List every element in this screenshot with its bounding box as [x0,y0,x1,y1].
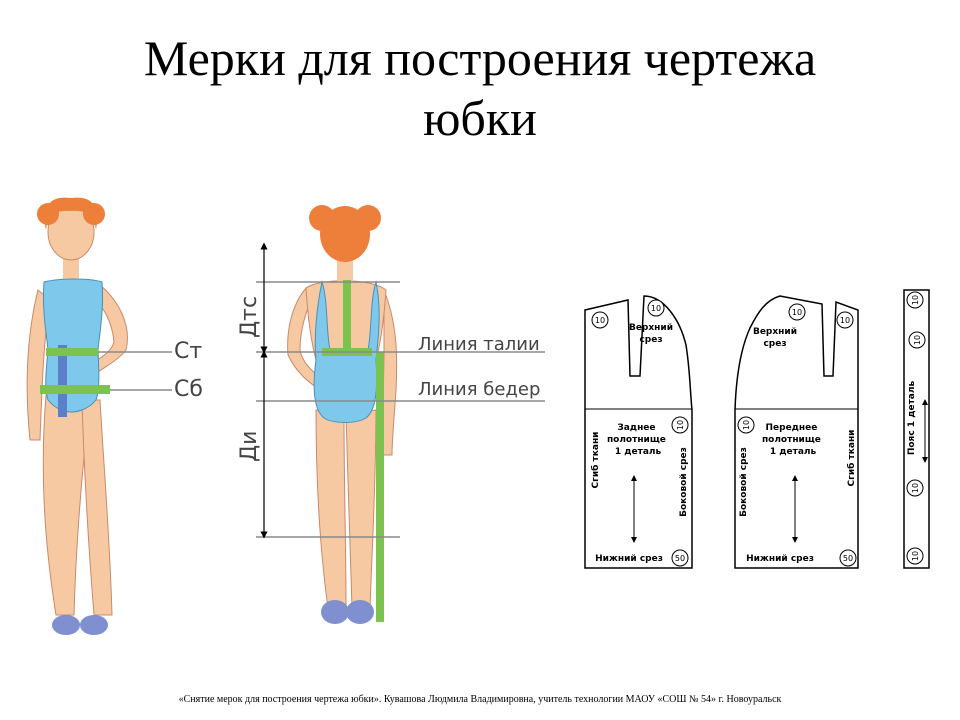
hip-girth-label: Сб [174,377,203,402]
back-panel-fold-label: Сгиб ткани [590,432,601,489]
waistband-allowance-lower-side [906,479,924,497]
front-figure [26,197,172,635]
front-panel-fold-label: Сгиб ткани [846,430,857,487]
back-left-slipper [321,600,349,624]
front-hair [44,197,98,230]
back-spine-tape [343,280,351,352]
front-panel-allowance-top-right-value: 10 [840,316,850,325]
back-panel-allowance-top-right-value: 10 [651,304,661,313]
waistband-allowance-lower-side-value: 10 [911,483,920,493]
front-panel-allowance-hem [839,549,857,567]
waistband-name: Пояс 1 деталь [907,381,917,456]
waistband-allowance-upper-side [908,331,926,349]
back-panel-bottom-edge-label: Нижний срез [595,554,663,564]
front-panel-allowance-top-left [788,303,806,321]
back-panel-allowance-side [671,416,689,434]
title-line-1: Мерки для построения чертежа [143,30,817,86]
waist-line-label: Линия талии [418,334,540,355]
front-panel-allowance-hem-value: 50 [843,554,853,563]
back-figure [287,205,398,624]
title-line-2: юбки [423,90,537,146]
front-panel-bottom-edge-label: Нижний срез [746,554,814,564]
back-panel-name: Заднее полотнище 1 деталь [607,423,669,457]
back-waist-length-label: Дтс [237,296,262,338]
front-panel-allowance-top-left-value: 10 [792,308,802,317]
back-panel-allowance-top-right [647,299,665,317]
page-title: Мерки для построения чертежа юбки [0,28,960,148]
front-waist-tape [46,348,98,356]
waistband-allowance-top [906,291,924,309]
front-right-slipper [80,615,108,635]
back-panel-allowance-hem-value: 50 [675,554,685,563]
hip-line-label: Линия бедер [418,379,540,400]
front-hip-tape [40,385,110,394]
front-panel-allowance-top-right [836,311,854,329]
front-panel-side-seam-label: Боковой срез [739,447,749,517]
skirt-length-label: Ди [237,431,262,463]
back-right-slipper [346,600,374,624]
front-panel-allowance-side-value: 10 [742,420,751,430]
waistband-pattern: 10 10 10 10 Пояс 1 деталь [903,289,930,569]
back-panel-allowance-hem [671,549,689,567]
waist-girth-label: Ст [174,339,202,364]
front-vertical-tape [58,345,67,417]
waistband-allowance-upper-side-value: 10 [913,335,922,345]
back-panel-allowance-top-left-value: 10 [595,316,605,325]
waistband-allowance-bottom-value: 10 [911,551,920,561]
waistband-allowance-bottom [906,547,924,565]
footer-credit: «Снятие мерок для построения чертежа юбк… [178,694,782,705]
back-panel-allowance-side-value: 10 [676,420,685,430]
back-length-tape [376,352,384,622]
back-panel-allowance-top-left [591,311,609,329]
front-left-slipper [52,615,80,635]
front-panel-name: Переднее полотнище 1 деталь [762,423,824,457]
waistband-allowance-top-value: 10 [911,295,920,305]
front-panel-allowance-side [737,416,755,434]
back-panel-side-seam-label: Боковой срез [679,447,689,517]
